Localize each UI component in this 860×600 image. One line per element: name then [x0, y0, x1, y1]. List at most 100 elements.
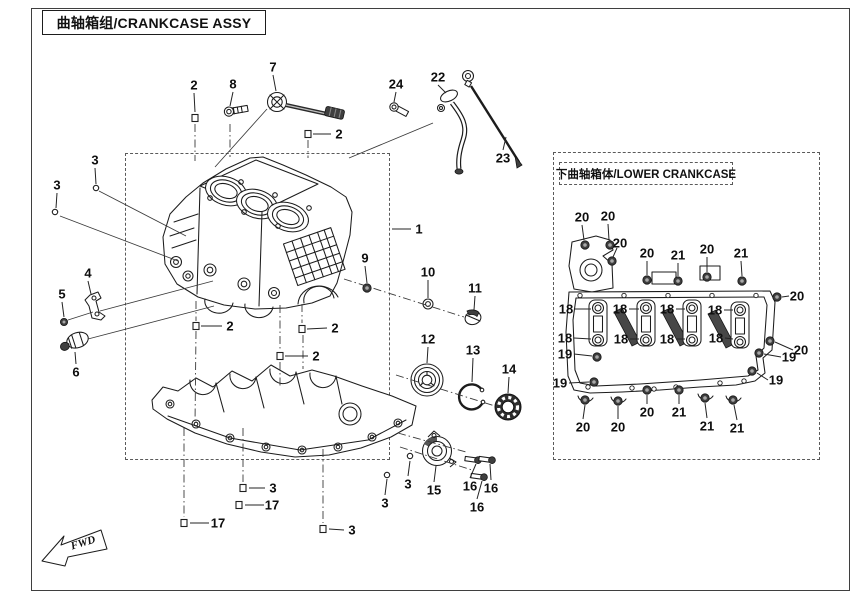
- part-marker-square: [319, 524, 327, 534]
- upper-crankcase-art: [162, 156, 353, 319]
- part-marker-square: [304, 129, 312, 139]
- part-marker-pin: [383, 471, 391, 479]
- leader-line: [774, 341, 794, 351]
- leader-line: [612, 247, 618, 258]
- callout-17: 17: [211, 516, 225, 531]
- callout-20: 20: [700, 242, 714, 257]
- bearing-slot-1: [588, 299, 608, 347]
- leader-line: [740, 260, 743, 277]
- part-bolt-8: [223, 104, 249, 117]
- leader-line: [607, 223, 610, 241]
- bearing-slot-4: [730, 301, 750, 349]
- callout-2: 2: [226, 319, 233, 334]
- part-bearing-14: [494, 393, 522, 421]
- callout-11: 11: [468, 281, 482, 296]
- callout-16: 16: [463, 479, 477, 494]
- leader-line: [489, 463, 492, 481]
- part-bracket: [84, 291, 106, 321]
- part-bolt-16a: [464, 455, 482, 464]
- callout-20: 20: [794, 343, 808, 358]
- bearing-slot-2: [636, 299, 656, 347]
- callout-3: 3: [53, 178, 60, 193]
- callout-10: 10: [421, 265, 435, 280]
- panel-title: 下曲轴箱体/LOWER CRANKCASE: [555, 168, 737, 181]
- title-box: 曲轴箱组/CRANKCASE ASSY: [42, 10, 266, 35]
- part-marker-pin: [51, 208, 59, 216]
- bearing-slot-3: [682, 299, 702, 347]
- callout-6: 6: [72, 365, 79, 380]
- callout-18: 18: [559, 302, 573, 317]
- callout-3: 3: [381, 496, 388, 511]
- callout-5: 5: [58, 287, 65, 302]
- callout-13: 13: [466, 343, 480, 358]
- callout-2: 2: [331, 321, 338, 336]
- leader-line: [582, 404, 586, 420]
- callout-9: 9: [361, 251, 368, 266]
- leader-line: [763, 353, 782, 358]
- leader-line: [348, 122, 434, 159]
- part-marker-square: [276, 351, 284, 361]
- leader-line: [507, 376, 510, 394]
- part-marker-square: [235, 500, 243, 510]
- callout-20: 20: [601, 209, 615, 224]
- centerline: [343, 278, 465, 318]
- callout-16: 16: [484, 481, 498, 496]
- leader-line: [328, 528, 345, 531]
- leader-line: [98, 190, 187, 237]
- part-bolt-5: [60, 317, 69, 326]
- leader-line: [573, 353, 593, 357]
- part-oil-seal-12: [410, 363, 444, 397]
- callout-12: 12: [421, 332, 435, 347]
- centerline: [399, 446, 473, 471]
- fwd-arrow: FWD: [41, 529, 108, 567]
- callout-2: 2: [335, 127, 342, 142]
- centerline: [194, 330, 197, 425]
- leader-line: [94, 167, 97, 185]
- callout-14: 14: [502, 362, 517, 377]
- part-bolt-16b: [478, 455, 496, 464]
- callout-2: 2: [312, 349, 319, 364]
- centerline: [397, 432, 467, 453]
- leader-line: [61, 301, 65, 318]
- leader-line: [99, 280, 214, 312]
- callout-18: 18: [558, 331, 572, 346]
- leader-line: [407, 460, 411, 477]
- leader-line: [229, 91, 234, 107]
- leader-line: [214, 108, 268, 168]
- callout-8: 8: [229, 77, 236, 92]
- callout-3: 3: [269, 481, 276, 496]
- leader-line: [433, 465, 437, 483]
- part-plug-11: [464, 309, 482, 326]
- callout-3: 3: [91, 153, 98, 168]
- part-washer-10: [422, 298, 434, 310]
- part-marker-square: [180, 518, 188, 528]
- callout-19: 19: [769, 373, 783, 388]
- callout-18: 18: [709, 331, 723, 346]
- part-oil-dipstick: [461, 69, 523, 169]
- leader-line: [384, 478, 388, 496]
- panel-title-box: 下曲轴箱体/LOWER CRANKCASE: [555, 162, 737, 185]
- part-marker-square: [192, 321, 200, 331]
- callout-2: 2: [190, 78, 197, 93]
- leader-line: [55, 192, 58, 209]
- leader-line: [581, 224, 585, 241]
- leader-line: [59, 215, 179, 262]
- callout-20: 20: [790, 289, 804, 304]
- callout-21: 21: [700, 419, 714, 434]
- callout-16: 16: [470, 500, 484, 515]
- callout-21: 21: [672, 405, 686, 420]
- callout-18: 18: [613, 302, 627, 317]
- leader-line: [756, 372, 769, 381]
- figure-title: 曲轴箱组/CRANKCASE ASSY: [56, 14, 252, 31]
- leader-line: [704, 402, 708, 419]
- leader-line: [568, 381, 590, 384]
- callout-18: 18: [708, 303, 722, 318]
- callout-19: 19: [553, 376, 567, 391]
- leader-line: [473, 295, 476, 311]
- leader-line: [364, 265, 368, 284]
- callout-20: 20: [640, 405, 654, 420]
- centerline: [395, 374, 496, 407]
- callout-22: 22: [431, 70, 445, 85]
